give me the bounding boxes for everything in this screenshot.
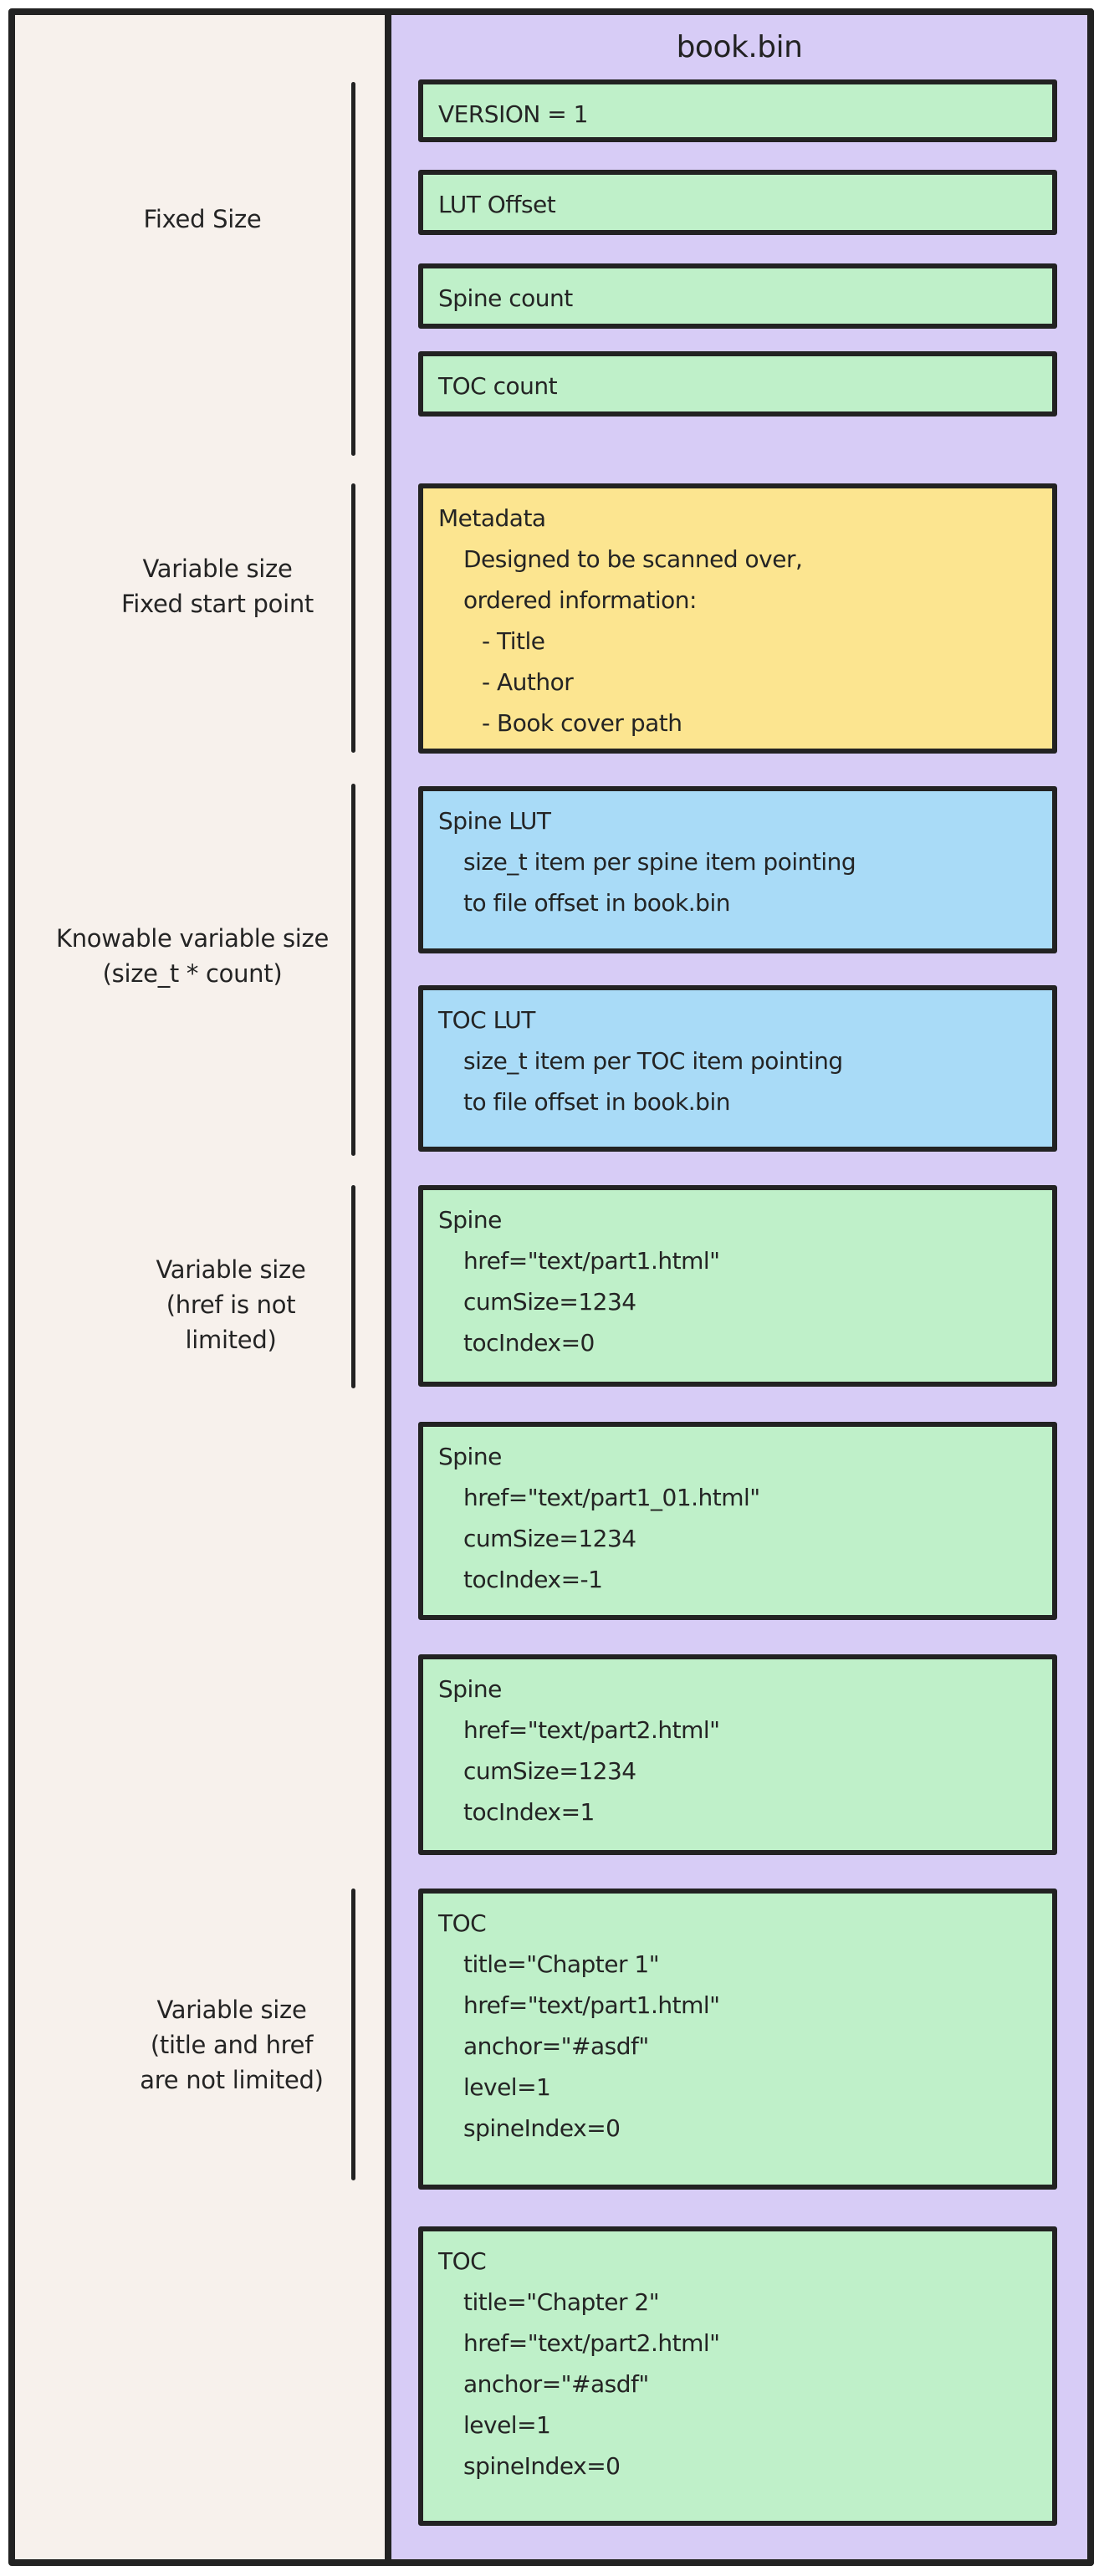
block-line: href="text/part2.html" — [463, 2329, 720, 2357]
side-label-knowable-variable: Knowable variable size (size_t * count) — [17, 921, 368, 991]
bracket-line-variable-href — [351, 1185, 355, 1388]
block-line: cumSize=1234 — [463, 1288, 636, 1316]
side-label-line: Fixed start point — [121, 590, 314, 618]
block-line: TOC count — [438, 372, 558, 400]
block-line: spineIndex=0 — [463, 2114, 621, 2142]
block-line: level=1 — [463, 2411, 551, 2439]
block-line: level=1 — [463, 2073, 551, 2101]
block-line: anchor="#asdf" — [463, 2032, 649, 2060]
bracket-line-variable-title-href — [351, 1889, 355, 2180]
block-line: anchor="#asdf" — [463, 2370, 649, 2398]
block-line: Spine — [438, 1206, 502, 1234]
block-line: size_t item per spine item pointing — [463, 848, 856, 876]
block-line: Spine count — [438, 284, 573, 312]
block-line: href="text/part1.html" — [463, 1991, 720, 2019]
block-line: href="text/part2.html" — [463, 1716, 720, 1744]
block-line: TOC — [438, 2247, 487, 2275]
side-label-line: Knowable variable size — [56, 924, 329, 953]
block-toc-lut: TOC LUT size_t item per TOC item pointing… — [418, 985, 1057, 1152]
bracket-line-knowable-variable — [351, 784, 355, 1156]
block-line: title="Chapter 1" — [463, 1950, 660, 1978]
panel-title: book.bin — [676, 30, 803, 64]
block-lut-offset: LUT Offset — [418, 170, 1057, 235]
block-line: Spine — [438, 1675, 502, 1703]
side-label-line: Variable size — [156, 1996, 307, 2024]
side-label-variable-title-href: Variable size (title and href are not limi… — [56, 1992, 407, 2098]
block-line: cumSize=1234 — [463, 1757, 636, 1785]
block-line: Spine — [438, 1443, 502, 1470]
block-line: title="Chapter 2" — [463, 2288, 660, 2316]
side-label-line: (href is not — [166, 1291, 296, 1319]
block-line: - Author — [482, 668, 574, 696]
side-label-line: are not limited) — [140, 2066, 324, 2094]
block-line: to file offset in book.bin — [463, 889, 730, 917]
side-label-line: (size_t * count) — [102, 959, 283, 988]
block-line: cumSize=1234 — [463, 1525, 636, 1552]
block-line: href="text/part1.html" — [463, 1247, 720, 1275]
block-line: Designed to be scanned over, — [463, 545, 803, 573]
block-line: LUT Offset — [438, 191, 556, 218]
block-version: VERSION = 1 — [418, 79, 1057, 142]
side-label-fixed-size: Fixed Size — [27, 202, 378, 237]
block-line: href="text/part1_01.html" — [463, 1484, 760, 1511]
block-line: ordered information: — [463, 586, 697, 614]
block-line: size_t item per TOC item pointing — [463, 1047, 843, 1075]
block-line: - Title — [482, 627, 545, 655]
block-toc-1: TOC title="Chapter 1" href="text/part1.htm… — [418, 1889, 1057, 2190]
block-line: TOC LUT — [438, 1006, 535, 1034]
block-line: tocIndex=-1 — [463, 1566, 603, 1593]
block-spine-count: Spine count — [418, 263, 1057, 329]
block-line: spineIndex=0 — [463, 2452, 621, 2480]
side-label-line: Fixed Size — [143, 205, 262, 233]
block-line: tocIndex=1 — [463, 1798, 595, 1826]
side-label-line: limited) — [185, 1326, 277, 1354]
block-line: - Book cover path — [482, 709, 682, 737]
block-toc-count: TOC count — [418, 351, 1057, 417]
block-spine-lut: Spine LUT size_t item per spine item poin… — [418, 786, 1057, 953]
bracket-line-variable-fixed-start — [351, 483, 355, 753]
bracket-line-fixed-size — [351, 82, 355, 456]
block-line: Metadata — [438, 504, 546, 532]
block-spine-2: Spine href="text/part1_01.html" cumSize=12… — [418, 1422, 1057, 1620]
block-line: Spine LUT — [438, 807, 551, 835]
side-label-line: Variable size — [142, 555, 293, 583]
block-line: TOC — [438, 1909, 487, 1937]
side-label-variable-href: Variable size (href is not limited) — [55, 1252, 406, 1357]
block-toc-2: TOC title="Chapter 2" href="text/part2.htm… — [418, 2226, 1057, 2526]
block-line: VERSION = 1 — [438, 100, 588, 128]
block-line: to file offset in book.bin — [463, 1088, 730, 1116]
block-line: tocIndex=0 — [463, 1329, 595, 1357]
block-spine-1: Spine href="text/part1.html" cumSize=1234 t… — [418, 1185, 1057, 1387]
side-label-line: Variable size — [156, 1255, 306, 1284]
block-spine-3: Spine href="text/part2.html" cumSize=1234 t… — [418, 1654, 1057, 1855]
side-label-line: (title and href — [150, 2031, 314, 2059]
